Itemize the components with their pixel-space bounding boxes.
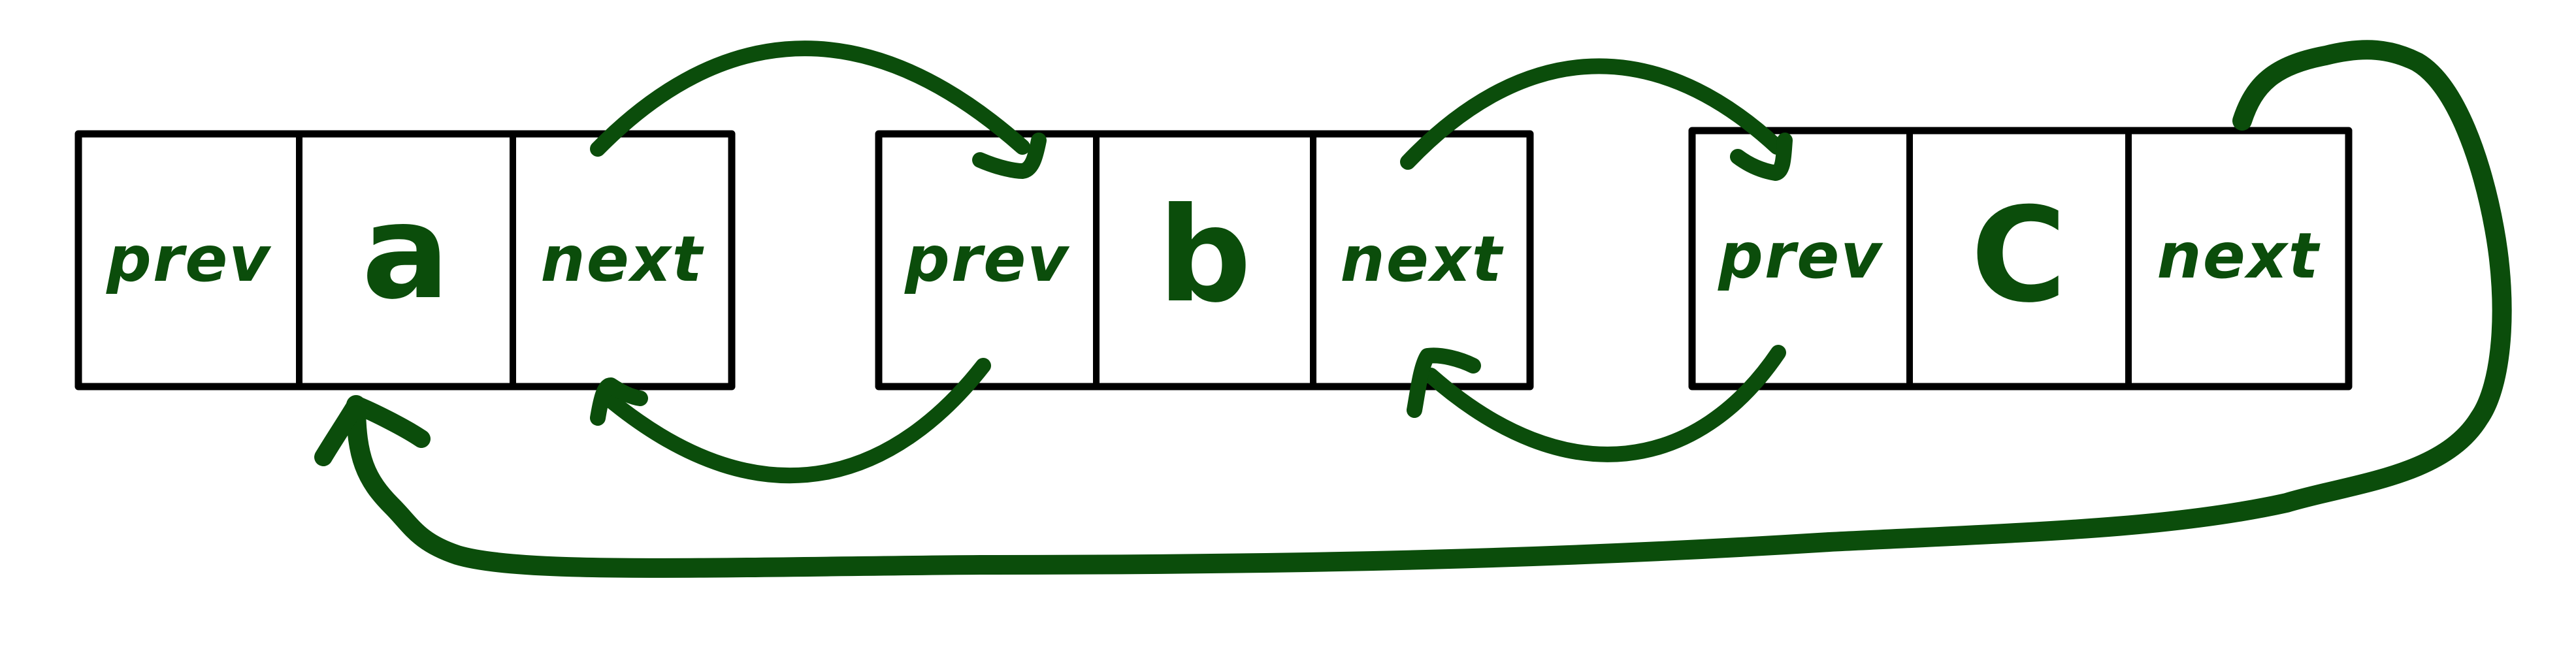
node-b: prev b next [875,130,1534,390]
link-c-next-to-a-head [314,396,431,466]
node-c: prev C next [1688,127,2353,390]
link-b-prev-to-a-next [590,358,991,484]
node-c-next-label: next [2157,219,2320,293]
node-a-box [74,130,736,390]
node-b-next-label: next [1340,223,1503,296]
link-c-next-to-a-line [346,40,2512,578]
node-c-value: C [1971,180,2067,332]
link-b-next-to-c-prev [1400,58,1793,181]
node-a-value: a [362,176,450,328]
node-b-box [875,130,1534,390]
node-a-next-label: next [540,223,704,296]
link-c-next-to-a [314,40,2512,578]
node-c-box [1688,127,2353,390]
node-a: prev a next [74,130,736,390]
link-c-prev-to-b-next-head [1407,347,1481,418]
node-b-value: b [1158,180,1251,332]
link-b-prev-to-a-next-head [590,377,648,426]
link-a-next-to-b-prev [590,40,1047,179]
node-a-prev-label: prev [106,223,272,296]
link-a-next-to-b-prev-line [590,40,1030,157]
link-a-next-to-b-prev-head [972,133,1047,179]
link-c-prev-to-b-next [1407,345,1786,462]
node-c-prev-label: prev [1718,219,1883,293]
node-b-prev-label: prev [904,223,1070,296]
link-b-next-to-c-prev-line [1400,58,1785,170]
link-b-prev-to-a-next-line [596,358,991,484]
link-b-next-to-c-prev-head [1730,133,1793,181]
link-c-prev-to-b-next-line [1423,345,1786,462]
